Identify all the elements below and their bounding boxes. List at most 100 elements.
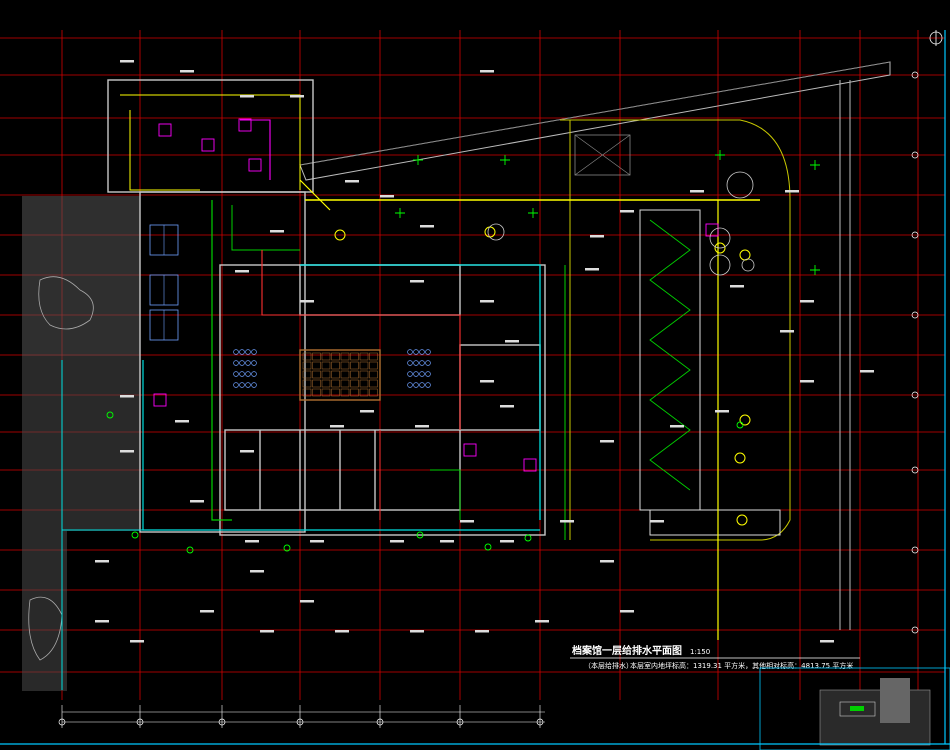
ramp-parking-area xyxy=(560,80,851,630)
annotation-text-mark xyxy=(730,285,744,288)
fixture-box xyxy=(248,158,262,172)
seat xyxy=(413,349,419,355)
manhole-icon xyxy=(734,452,746,464)
pipe-riser-icon xyxy=(810,265,820,275)
annotation-text-mark xyxy=(820,640,834,643)
parquet-tile xyxy=(331,352,340,361)
tree-circle-icon xyxy=(709,254,731,276)
annotation-text-mark xyxy=(250,570,264,573)
seat xyxy=(425,360,431,366)
annotation-text-mark xyxy=(620,210,634,213)
annotation-text-mark xyxy=(130,640,144,643)
annotation-text-mark xyxy=(505,340,519,343)
parquet-tile xyxy=(369,388,378,397)
annotation-text-mark xyxy=(590,235,604,238)
annotation-text-mark xyxy=(300,300,314,303)
fire-hydrant-icon xyxy=(283,544,291,552)
tree-circle-icon xyxy=(709,227,731,249)
fixture-box xyxy=(463,443,477,457)
axis-bubble xyxy=(911,626,919,634)
fixture-box xyxy=(705,223,719,237)
parquet-tile xyxy=(359,352,369,361)
fire-hydrant-icon xyxy=(106,411,114,419)
parquet-tile xyxy=(312,379,321,388)
annotation-text-mark xyxy=(95,620,109,623)
annotation-text-mark xyxy=(780,330,794,333)
drawing-scale: 1:150 xyxy=(690,648,710,656)
parquet-tile xyxy=(359,379,369,388)
annotation-text-mark xyxy=(480,70,494,73)
annotation-text-mark xyxy=(240,95,254,98)
annotation-text-mark xyxy=(95,560,109,563)
tree-circles xyxy=(487,171,755,276)
parquet-tile xyxy=(321,388,331,397)
parquet-tile xyxy=(302,370,312,379)
annotation-text-mark xyxy=(345,180,359,183)
annotation-text-mark xyxy=(410,630,424,633)
north-arrow-icon xyxy=(929,30,943,46)
annotation-marks xyxy=(95,60,874,643)
seat xyxy=(239,371,245,377)
parquet-tile xyxy=(359,370,369,379)
fixture-box xyxy=(523,458,537,472)
annotation-text-mark xyxy=(380,195,394,198)
parquet-tile xyxy=(350,352,359,361)
seat xyxy=(425,371,431,377)
pipe-riser-icon xyxy=(715,150,725,160)
annotation-text-mark xyxy=(270,230,284,233)
landscape-hatch-area xyxy=(22,196,140,691)
seat xyxy=(407,360,413,366)
area-note: 本层室内地坪标高：1319.31 平方米，其他相对标高：4813.75 平方米 xyxy=(630,661,853,670)
manhole-icon xyxy=(334,229,346,241)
annotation-text-mark xyxy=(260,630,274,633)
parquet-tile xyxy=(331,388,340,397)
seat xyxy=(419,382,425,388)
tree-circle-icon xyxy=(487,223,505,241)
fire-hydrant-icon xyxy=(186,546,194,554)
tree-circle-icon xyxy=(741,258,755,272)
parquet-tile xyxy=(350,361,359,370)
seat xyxy=(251,371,257,377)
annotation-text-mark xyxy=(690,190,704,193)
annotation-text-mark xyxy=(410,280,424,283)
annotation-text-mark xyxy=(440,540,454,543)
fixture-box xyxy=(201,138,215,152)
manhole-icon xyxy=(714,242,726,254)
annotation-text-mark xyxy=(715,410,729,413)
seat xyxy=(239,382,245,388)
annotation-text-mark xyxy=(500,405,514,408)
axis-bubble xyxy=(911,466,919,474)
annotation-text-mark xyxy=(290,95,304,98)
parquet-tile xyxy=(359,388,369,397)
annotation-text-mark xyxy=(670,425,684,428)
parquet-tile xyxy=(312,352,321,361)
seat xyxy=(233,349,239,355)
annotation-text-mark xyxy=(190,500,204,503)
seat xyxy=(245,371,251,377)
fire-hydrant-icon xyxy=(736,421,744,429)
seat xyxy=(425,382,431,388)
annotation-text-mark xyxy=(310,540,324,543)
parquet-tile xyxy=(321,370,331,379)
annotation-text-mark xyxy=(335,630,349,633)
annotation-text-mark xyxy=(800,380,814,383)
lobby-parquet-pattern xyxy=(302,352,378,397)
parquet-tile xyxy=(369,370,378,379)
axis-bubble xyxy=(911,546,919,554)
annotation-text-mark xyxy=(620,610,634,613)
parquet-tile xyxy=(359,361,369,370)
pipe-riser-icon xyxy=(413,155,423,165)
parquet-tile xyxy=(350,388,359,397)
annotation-text-mark xyxy=(860,370,874,373)
annotation-text-mark xyxy=(180,70,194,73)
annotation-text-mark xyxy=(360,410,374,413)
annotation-text-mark xyxy=(475,630,489,633)
pipe-riser-icon xyxy=(810,160,820,170)
annotation-text-mark xyxy=(175,420,189,423)
seat xyxy=(245,382,251,388)
fixture-box xyxy=(158,123,172,137)
parquet-tile xyxy=(302,352,312,361)
plumbing-fixtures xyxy=(106,118,820,554)
parquet-tile xyxy=(340,361,350,370)
